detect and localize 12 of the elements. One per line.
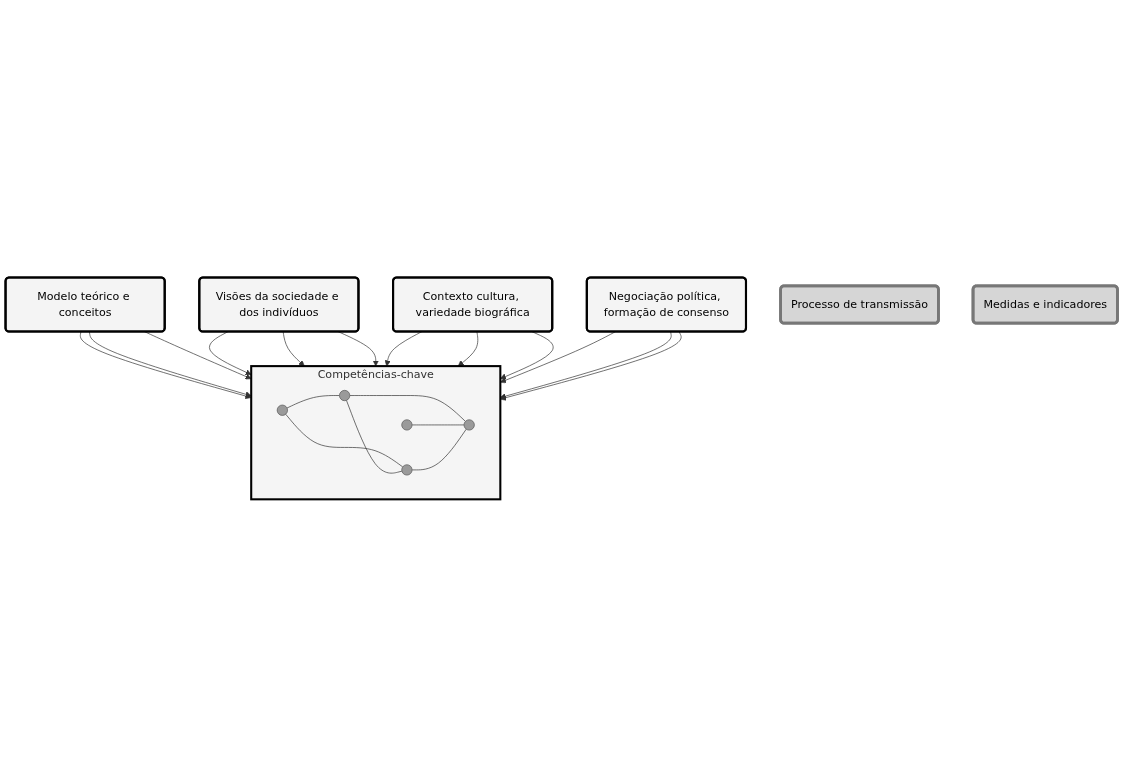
connector xyxy=(346,399,403,474)
connector xyxy=(286,394,340,408)
connector xyxy=(411,424,465,425)
cluster: Competências-chave xyxy=(250,364,502,500)
node-circle xyxy=(339,389,351,401)
node-circle xyxy=(276,404,288,416)
connector xyxy=(285,413,404,467)
connector xyxy=(349,394,466,422)
connector xyxy=(411,428,467,470)
node-circle xyxy=(401,418,413,431)
node-circle xyxy=(401,463,413,475)
node-circle xyxy=(463,418,475,431)
